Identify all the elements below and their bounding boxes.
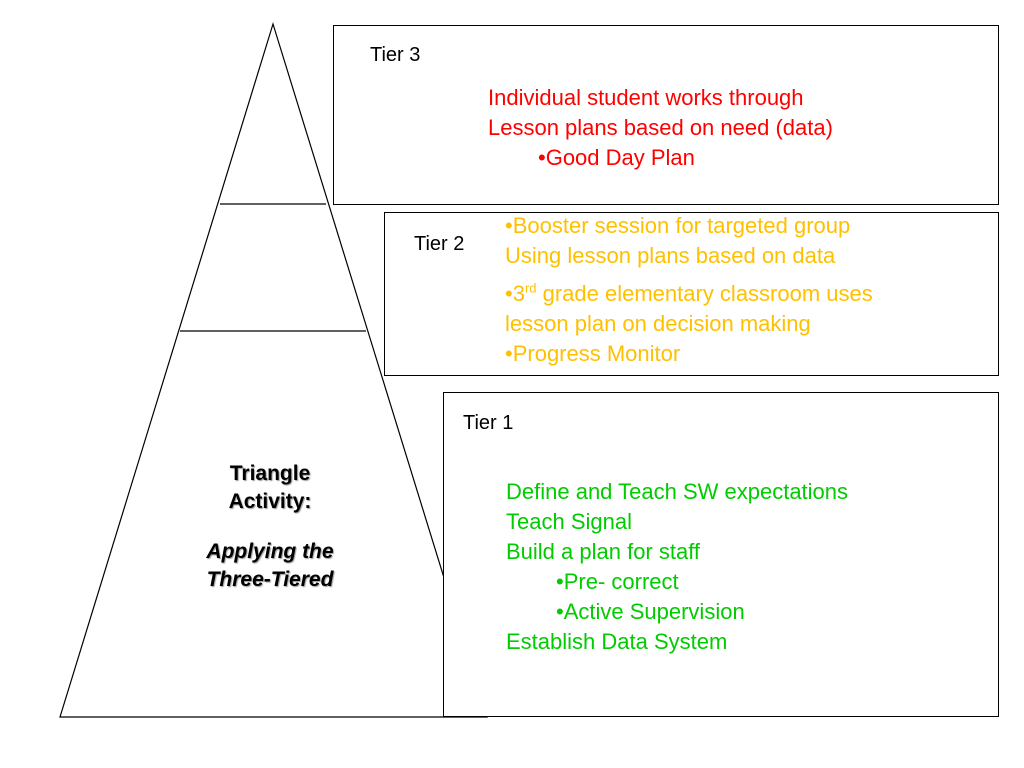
tier2-line: •Booster session for targeted group [505, 213, 851, 238]
tier3-content: Individual student works through Lesson … [488, 83, 833, 173]
tier2-label: Tier 2 [414, 233, 465, 255]
tier2-content: •Booster session for targeted group Usin… [505, 211, 873, 369]
tier2-item2-prefix: •3 [505, 281, 525, 306]
tier3-line: Individual student works through [488, 85, 804, 110]
triangle-title: Triangle Activity: [170, 460, 370, 516]
tier1-line: Teach Signal [506, 509, 632, 534]
tier1-line: Build a plan for staff [506, 539, 701, 564]
tier1-line: Define and Teach SW expectations [506, 479, 849, 504]
tier3-box: Tier 3 Individual student works through … [333, 25, 999, 205]
tier2-item2-rest: grade elementary classroom uses [536, 281, 873, 306]
tier2-box: Tier 2 •Booster session for targeted gro… [384, 212, 999, 376]
triangle-outline [59, 21, 488, 718]
tier1-bullet: •Active Supervision [556, 599, 745, 624]
tier2-line: •Progress Monitor [505, 341, 681, 366]
tier2-line: Using lesson plans based on data [505, 243, 836, 268]
tier2-item2-superscript: rd [524, 280, 537, 296]
triangle-title-line: Activity: [228, 490, 312, 513]
tier1-bullet: •Pre- correct [556, 569, 679, 594]
tier1-label: Tier 1 [463, 412, 514, 434]
tier2-line: •3rd grade elementary classroom uses [505, 279, 873, 309]
tier1-content: Define and Teach SW expectations Teach S… [506, 477, 848, 657]
triangle-subtitle: Applying the Three-Tiered [170, 538, 370, 594]
triangle-subtitle-line: Applying the [206, 540, 334, 563]
tier3-label: Tier 3 [370, 44, 421, 66]
tier2-line: lesson plan on decision making [505, 311, 811, 336]
tier1-box: Tier 1 Define and Teach SW expectations … [443, 392, 999, 717]
triangle-title-line: Triangle [229, 462, 311, 485]
tier1-line: Establish Data System [506, 629, 728, 654]
tier3-line: Lesson plans based on need (data) [488, 115, 833, 140]
triangle-subtitle-line: Three-Tiered [206, 568, 334, 591]
tier3-bullet: •Good Day Plan [538, 145, 695, 170]
